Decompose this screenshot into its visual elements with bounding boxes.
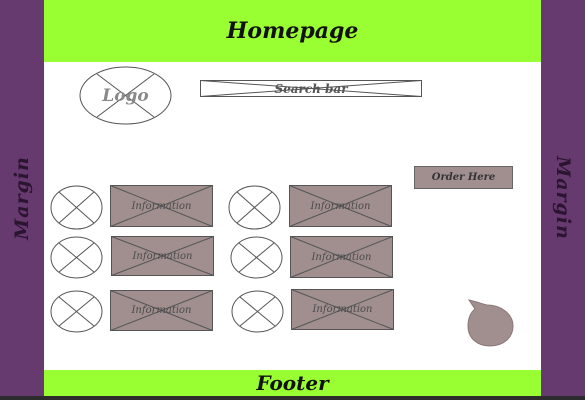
information-box[interactable]: Information: [110, 185, 213, 227]
left-margin-label: Margin: [11, 156, 33, 240]
page-title: Homepage: [226, 18, 359, 44]
information-label: Information: [311, 251, 372, 263]
order-here-label: Order Here: [431, 172, 496, 183]
footer-title: Footer: [256, 371, 329, 395]
bottom-divider: [0, 396, 585, 400]
image-placeholder-icon: [50, 185, 103, 230]
order-here-button[interactable]: Order Here: [414, 166, 513, 189]
image-placeholder-icon: [50, 290, 103, 333]
information-box[interactable]: Information: [291, 289, 394, 330]
information-box[interactable]: Information: [110, 290, 213, 331]
information-label: Information: [310, 200, 371, 212]
image-placeholder-icon: [231, 290, 284, 333]
search-bar-placeholder[interactable]: Search bar: [200, 80, 422, 97]
information-box[interactable]: Information: [289, 185, 392, 227]
logo-placeholder[interactable]: Logo: [79, 66, 172, 125]
information-box[interactable]: Information: [111, 236, 214, 276]
chat-bubble-icon[interactable]: [465, 298, 515, 348]
image-placeholder-icon: [228, 185, 281, 230]
information-label: Information: [312, 304, 373, 315]
image-placeholder-icon: [230, 236, 283, 279]
information-label: Information: [131, 305, 192, 316]
header-bar: Homepage: [44, 0, 541, 62]
footer-bar: Footer: [44, 370, 541, 396]
information-label: Information: [131, 200, 192, 212]
information-label: Information: [132, 250, 193, 262]
information-box[interactable]: Information: [290, 236, 393, 278]
left-margin: Margin: [0, 0, 44, 396]
right-margin-label: Margin: [552, 156, 574, 240]
logo-label: Logo: [102, 85, 149, 106]
search-bar-label: Search bar: [274, 81, 348, 96]
right-margin: Margin: [541, 0, 585, 396]
image-placeholder-icon: [50, 236, 103, 279]
